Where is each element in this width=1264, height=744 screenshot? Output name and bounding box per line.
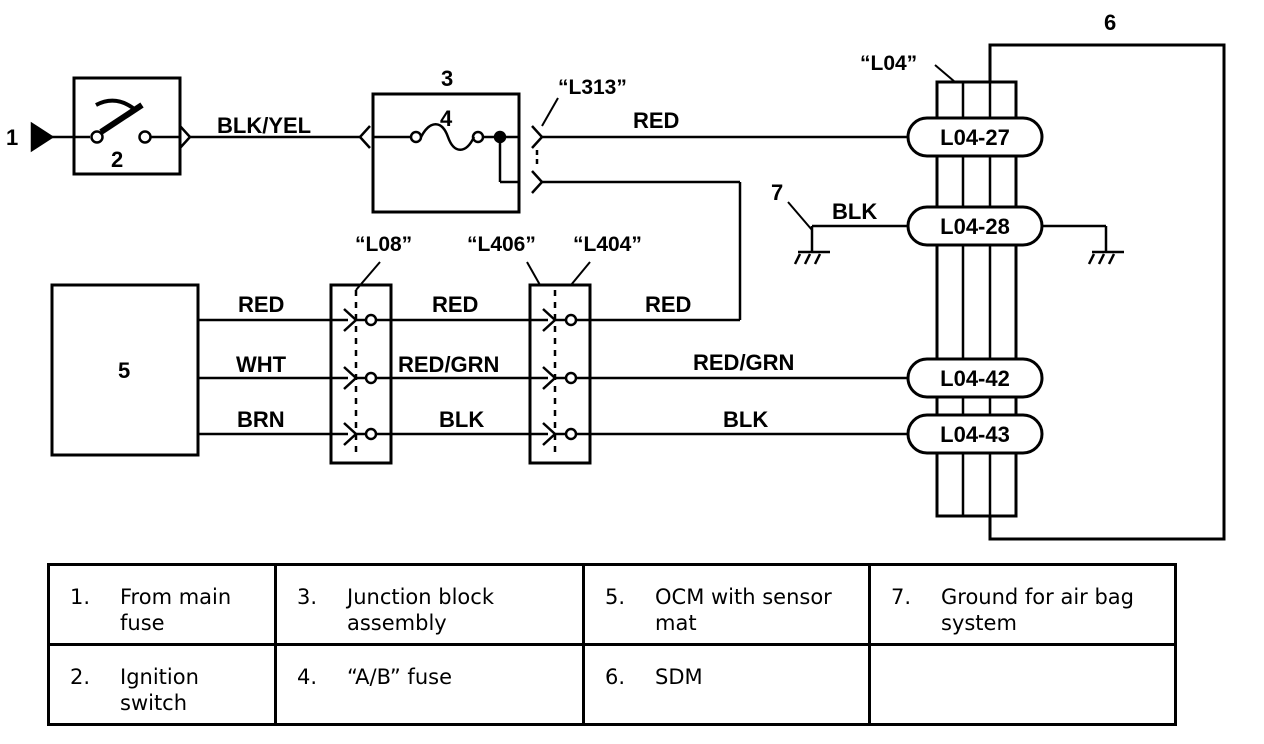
callout-1: 1 [6,125,18,150]
l406-l404-connector [528,283,592,465]
callout-5: 5 [118,358,130,383]
terminal-l04-28 [906,205,1044,247]
terminal-label-l04-43: L04-43 [940,422,1010,447]
l08-connector [329,283,393,465]
wiring-diagram: 1 2 3 4 5 6 7 “L313” “L04” “L08” “L406” … [6,10,1226,541]
wire-label-red-ocm: RED [238,292,284,317]
callout-2: 2 [111,147,123,172]
callout-6: 6 [1104,10,1116,35]
wire-label-blk-yel: BLK/YEL [217,113,311,138]
wire-label-red-top: RED [633,108,679,133]
wire-label-red-mid: RED [432,292,478,317]
connector-label-l404: “L404” [573,233,642,256]
ocm-box [50,283,200,457]
terminal-l04-42 [906,357,1044,399]
legend-cell: 5. OCM with sensor mat [582,563,871,646]
terminal-label-l04-42: L04-42 [940,366,1010,391]
terminal-label-l04-27: L04-27 [940,125,1010,150]
legend-text: Ground for air bag system [941,585,1135,635]
connector-label-l313: “L313” [558,76,627,99]
ignition-switch [72,76,182,176]
legend-text: From main fuse [120,585,232,635]
terminal-label-l04-28: L04-28 [940,214,1010,239]
legend-cell [868,643,1177,726]
legend-number: 5. [605,585,626,609]
legend-number: 1. [70,585,91,609]
callout-3: 3 [441,66,453,91]
legend-number: 4. [297,665,318,689]
legend-row: 2. Ignition switch 4. “A/B” fuse 6. SDM [47,643,1177,726]
connector-label-l406: “L406” [467,233,536,256]
legend-number: 6. [605,665,626,689]
ab-fuse-icon [419,123,476,151]
legend-text: OCM with sensor mat [655,585,832,635]
wire-label-blk-right: BLK [723,407,768,432]
input-arrow-icon [30,121,55,153]
wire-label-wht: WHT [236,352,287,377]
legend-cell: 6. SDM [582,643,871,726]
connector-label-l04: “L04” [860,52,917,75]
legend-cell: 2. Ignition switch [47,643,277,726]
legend-row: 1. From main fuse 3. Junction block assemb… [47,563,1177,646]
callout-7: 7 [771,180,783,205]
legend-cell: 4. “A/B” fuse [274,643,585,726]
legend-table: 1. From main fuse 3. Junction block assemb… [47,563,1177,726]
legend-text: Ignition switch [120,665,199,715]
legend-number: 7. [891,585,912,609]
wire-label-red-grn-mid: RED/GRN [398,352,499,377]
wire-label-red-right: RED [645,292,691,317]
wire-label-blk-mid: BLK [439,407,484,432]
callout-4: 4 [440,106,453,131]
legend-text: “A/B” fuse [347,665,452,689]
terminal-l04-43 [906,413,1044,455]
terminal-l04-27 [906,116,1044,158]
legend-cell: 3. Junction block assembly [274,563,585,646]
legend-number: 2. [70,665,91,689]
legend-text: Junction block assembly [347,585,494,635]
wire-label-brn: BRN [237,407,285,432]
junction-block [371,92,521,214]
legend-cell: 1. From main fuse [47,563,277,646]
legend-number: 3. [297,585,318,609]
legend-text: SDM [655,665,703,689]
wire-label-blk-ground: BLK [832,199,877,224]
legend-cell: 7. Ground for air bag system [868,563,1177,646]
wire-label-red-grn-right: RED/GRN [693,350,794,375]
connector-label-l08: “L08” [355,233,412,256]
